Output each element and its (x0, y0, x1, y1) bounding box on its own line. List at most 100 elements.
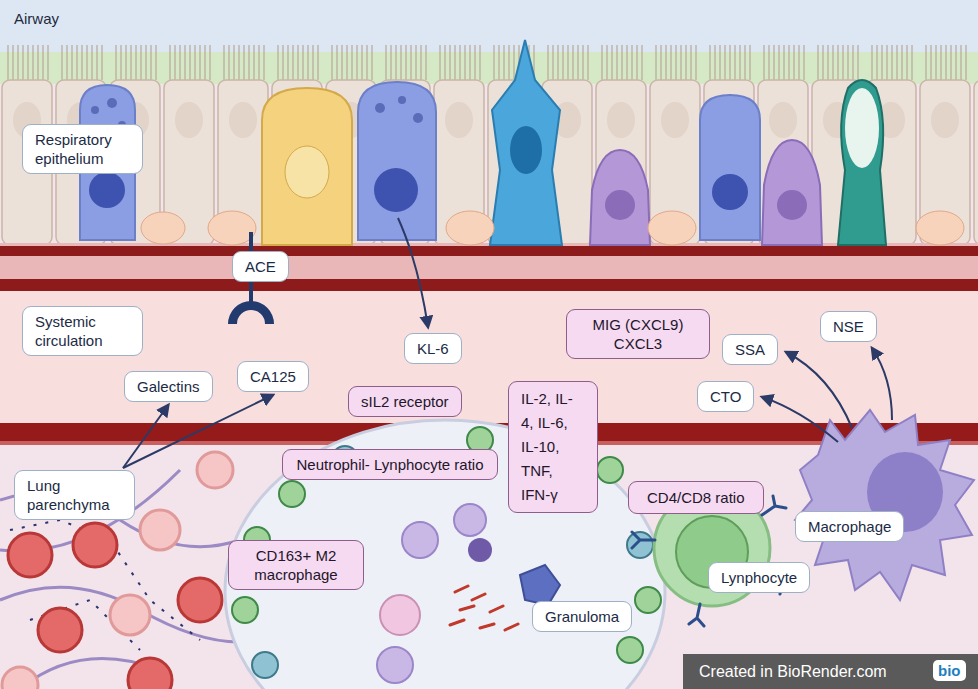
node-text: sIL2 receptor (361, 392, 449, 411)
node-text: KL-6 (417, 339, 449, 358)
label-box: Macrophage (795, 511, 904, 542)
basement-membrane (0, 243, 978, 293)
node-text: Respiratory epithelium (35, 130, 130, 168)
pale-cell (110, 595, 150, 635)
cell-nucleus (605, 190, 635, 220)
red-cell (178, 578, 222, 622)
secretion-arrow (872, 348, 892, 420)
cell-nucleus (510, 126, 542, 174)
label-box: SSA (722, 334, 778, 365)
brush-cell (490, 40, 562, 245)
node-text: CD163+ M2 macrophage (241, 546, 351, 584)
macrophage (795, 410, 974, 600)
label-box: Granuloma (532, 601, 632, 632)
connector-arrow (123, 405, 168, 468)
rim-cell (252, 652, 278, 678)
rim-cell (232, 597, 258, 623)
inner-cell (402, 522, 438, 558)
label-box: CA125 (237, 361, 309, 392)
secretion-arrow (762, 397, 838, 442)
cell-nucleus (374, 168, 418, 212)
fibers (0, 470, 260, 689)
label-box: Lung parenchyma (14, 470, 135, 520)
basal-cell (446, 211, 494, 245)
watermark-logo: bio (933, 660, 966, 681)
circulation (0, 291, 978, 424)
inner-cell (377, 647, 413, 683)
watermark-bar: Created in BioRender.com bio (683, 654, 978, 689)
label-box: Galectins (124, 371, 213, 402)
red-cell (8, 533, 52, 577)
goblet-cell (838, 80, 886, 245)
node-text: Neutrophil- Lynphocyte ratio (295, 455, 485, 474)
club-cell (262, 88, 352, 245)
dendritic-cell (520, 565, 560, 605)
node-text: CA125 (250, 367, 296, 386)
node-text: MIG (CXCL9) CXCL3 (579, 315, 697, 353)
node-text: Macrophage (808, 517, 891, 536)
bacteria (450, 586, 518, 630)
basal-cell (916, 211, 964, 245)
granule (107, 98, 117, 108)
granuloma (225, 420, 665, 689)
mucin-granules (845, 88, 879, 168)
biomarker-box: sIL2 receptor (348, 386, 462, 417)
neuroendocrine-cell (590, 150, 650, 245)
cell-nucleus (712, 174, 748, 210)
biomarker-box: CD4/CD8 ratio (628, 481, 764, 514)
label-box: Systemic circulation (22, 306, 143, 356)
label-box: Respiratory epithelium (22, 124, 143, 174)
receptor-cup (228, 301, 274, 324)
rim-cell (617, 637, 643, 663)
rim-cell (279, 481, 305, 507)
granule (413, 113, 423, 123)
inner-cell (454, 504, 486, 536)
node-text: Systemic circulation (35, 312, 130, 350)
basal-cell (141, 212, 185, 244)
red-cell (38, 608, 82, 652)
basal-cell (208, 211, 256, 245)
node-text: Galectins (137, 377, 200, 396)
watermark-text: Created in BioRender.com (699, 662, 887, 681)
rim-cell (635, 587, 661, 613)
label-box: Lynphocyte (708, 562, 810, 593)
secretory-cell (358, 82, 436, 240)
cell-nucleus (285, 146, 329, 198)
biomarker-box: Neutrophil- Lynphocyte ratio (282, 449, 498, 480)
biomarker-box: MIG (CXCL9) CXCL3 (566, 309, 710, 359)
granule (398, 96, 406, 104)
granule (91, 106, 99, 114)
node-text: Lynphocyte (721, 568, 797, 587)
cell-nucleus (89, 172, 125, 208)
receptors (632, 496, 786, 626)
secretion-arrow (786, 352, 852, 428)
inner-cell (380, 595, 420, 635)
node-text: Lung parenchyma (27, 476, 122, 514)
rim-cell (627, 532, 653, 558)
node-text: NSE (833, 317, 864, 336)
pale-cell (197, 452, 233, 488)
biomarker-box: CD163+ M2 macrophage (228, 540, 364, 590)
cell-nucleus (777, 190, 807, 220)
membrane-stripe (0, 246, 978, 256)
connector-arrow (123, 395, 273, 468)
label-box: NSE (820, 311, 877, 342)
label-box: KL-6 (404, 333, 462, 364)
node-text: CD4/CD8 ratio (647, 488, 745, 507)
basal-cell (648, 211, 696, 245)
label-box: ACE (232, 251, 289, 282)
region-label: Airway (14, 9, 59, 28)
label-box: CTO (697, 381, 754, 412)
rim-cell (597, 457, 623, 483)
node-text: SSA (735, 340, 765, 359)
node-text: ACE (245, 257, 276, 276)
vessel-wall (0, 279, 978, 291)
release-arrow (398, 218, 428, 327)
dark-cell (468, 538, 492, 562)
red-cell (73, 523, 117, 567)
red-cell (128, 658, 172, 689)
node-text: IL-2, IL-4, IL-6, IL-10, TNF, IFN-γ (521, 387, 585, 507)
